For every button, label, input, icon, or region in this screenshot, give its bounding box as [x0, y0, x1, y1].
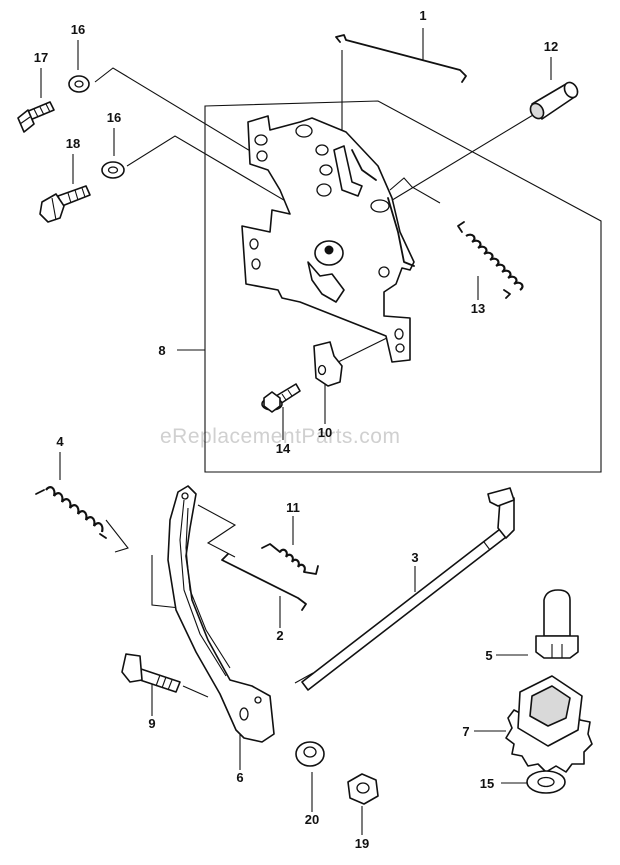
- assembly-outline: [204, 100, 602, 473]
- callout-13: 13: [471, 301, 485, 316]
- callout-19: 19: [355, 836, 369, 851]
- throttle-link-wire: [335, 34, 467, 83]
- leader-lines: [40, 28, 552, 835]
- governor-control-bracket: [241, 115, 415, 363]
- spring-13: [457, 221, 524, 299]
- alignment-lines: [94, 50, 539, 698]
- washer-16-lower: [101, 161, 125, 179]
- callout-6: 6: [236, 770, 243, 785]
- bolt-9: [121, 653, 181, 693]
- callout-11: 11: [286, 500, 300, 515]
- watermark: eReplacementParts.com: [160, 425, 400, 448]
- sleeve-bushing: [529, 81, 579, 120]
- governor-gear-7: [505, 675, 593, 773]
- flange-bolt-14: [261, 383, 301, 413]
- bolt-18: [39, 185, 91, 223]
- spring-4: [35, 486, 107, 539]
- screw-17: [17, 101, 55, 133]
- callout-16-upper: 16: [71, 22, 85, 37]
- bracket-clip-10: [313, 341, 343, 387]
- spring-11: [261, 543, 319, 575]
- callout-20: 20: [305, 812, 319, 827]
- callout-8: 8: [158, 343, 165, 358]
- callout-12: 12: [544, 39, 558, 54]
- governor-shaft-3: [301, 487, 515, 691]
- callout-14: 14: [276, 441, 291, 456]
- callout-3: 3: [411, 550, 418, 565]
- callout-2: 2: [276, 628, 283, 643]
- governor-cup-5: [535, 589, 579, 659]
- callout-9: 9: [148, 716, 155, 731]
- callout-5: 5: [485, 648, 492, 663]
- hex-nut-19: [347, 773, 379, 805]
- washer-15: [526, 770, 566, 794]
- washer-16-upper: [68, 75, 90, 93]
- callout-7: 7: [462, 724, 469, 739]
- callout-18: 18: [66, 136, 80, 151]
- callout-10: 10: [318, 425, 332, 440]
- governor-lever-6: [167, 485, 275, 743]
- callout-4: 4: [56, 434, 64, 449]
- callout-17: 17: [34, 50, 48, 65]
- callout-15: 15: [480, 776, 494, 791]
- callout-16-lower: 16: [107, 110, 121, 125]
- wire-link-2: [221, 553, 307, 611]
- callout-1: 1: [419, 8, 426, 23]
- washer-20: [295, 741, 325, 767]
- callouts: 1 2 3 4 5 6 7 8 9 10 11 12 13 14 15 16 1…: [34, 8, 558, 851]
